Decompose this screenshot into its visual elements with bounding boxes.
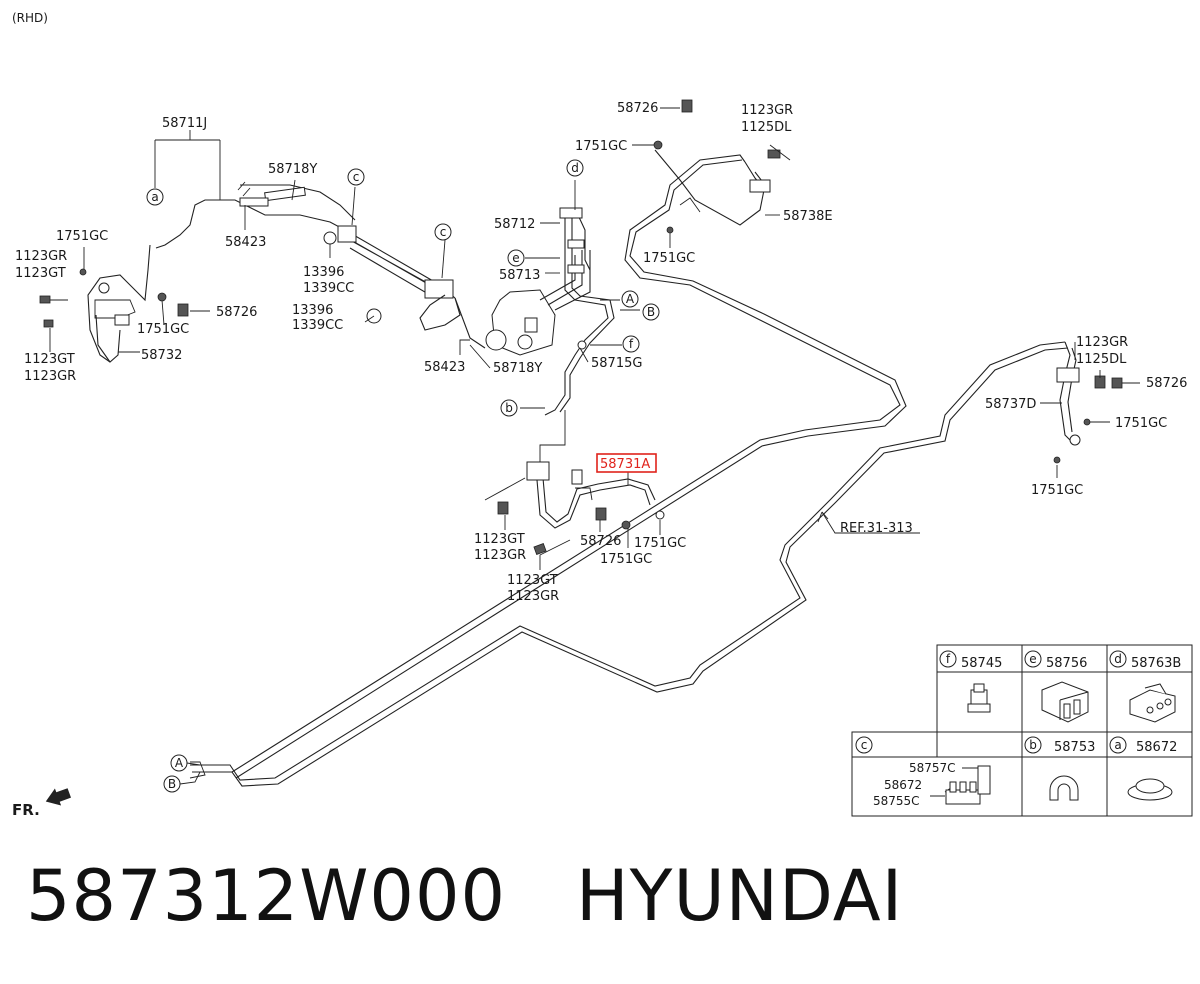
callout-f: f	[629, 337, 634, 351]
brand-name: HYUNDAI	[576, 855, 904, 937]
label-58737D: 58737D	[985, 397, 1036, 412]
callout-e: e	[512, 251, 519, 265]
label-1751GC-t2: 1751GC	[643, 251, 695, 266]
callout-B-1: B	[647, 305, 655, 319]
callout-A-2: A	[175, 756, 184, 770]
label-58732: 58732	[141, 348, 182, 363]
part-title: 587312W000 HYUNDAI	[26, 855, 973, 937]
callout-d: d	[571, 161, 579, 175]
highlight-box-58731A	[596, 453, 657, 473]
label-1125DL-t: 1125DL	[741, 120, 792, 135]
callout-b: b	[505, 401, 513, 415]
callout-a-1: a	[151, 190, 158, 204]
top-right-assembly	[632, 99, 791, 248]
label-1123GR-t: 1123GR	[741, 103, 793, 118]
legend-letter-d: d	[1114, 652, 1122, 666]
grommet-58672-icon	[1127, 778, 1173, 801]
label-58423-a: 58423	[225, 235, 266, 250]
label-1123GT-c1: 1123GT	[474, 532, 525, 547]
label-1751GC-l1: 1751GC	[56, 229, 108, 244]
legend-letter-f: f	[946, 652, 951, 666]
legend-letter-b: b	[1029, 738, 1037, 752]
label-58718Y-a: 58718Y	[268, 162, 317, 177]
legend-part-58756: 58756	[1046, 656, 1087, 671]
label-1123GR-c1: 1123GR	[474, 548, 526, 563]
front-arrow-icon	[45, 788, 71, 806]
front-label: FR.	[12, 801, 40, 819]
label-1123GT-c2: 1123GT	[507, 573, 558, 588]
label-1123GT-l1: 1123GT	[15, 266, 66, 281]
label-1339CC-a: 1339CC	[303, 281, 354, 296]
clip-set-c-icon	[945, 765, 991, 805]
label-58726-l: 58726	[216, 305, 257, 320]
legend-letter-a: a	[1114, 738, 1121, 752]
label-1123GR-l1: 1123GR	[15, 249, 67, 264]
label-58726-t: 58726	[617, 101, 658, 116]
center-assembly	[520, 180, 640, 470]
label-58731A: 58731A	[600, 457, 650, 472]
label-reference: REF.31-313	[840, 521, 913, 536]
label-1751GC-c1: 1751GC	[634, 536, 686, 551]
left-assembly	[39, 130, 456, 363]
callout-c-2: c	[440, 225, 447, 239]
legend-part-58763B: 58763B	[1131, 656, 1181, 671]
label-1751GC-t: 1751GC	[575, 139, 627, 154]
legend-grid: f 58745 e 58756 d 58763B c 5875	[851, 644, 1193, 817]
front-indicator: FR.	[12, 788, 71, 819]
label-58713: 58713	[499, 268, 540, 283]
abs-module	[419, 250, 591, 369]
label-1123GR-l2: 1123GR	[24, 369, 76, 384]
label-58726-r: 58726	[1146, 376, 1187, 391]
label-1125DL-r: 1125DL	[1076, 352, 1127, 367]
label-1339CC-b: 1339CC	[292, 318, 343, 333]
callout-A-1: A	[626, 292, 635, 306]
legend-letter-c: c	[861, 738, 868, 752]
clip-58745-icon	[967, 683, 991, 713]
label-58738E: 58738E	[783, 209, 833, 224]
clip-58753-icon	[1049, 775, 1079, 801]
legend-part-58757C: 58757C	[909, 761, 956, 775]
label-13396-b: 13396	[292, 303, 333, 318]
main-brake-lines	[189, 154, 1069, 787]
legend-part-58755C: 58755C	[873, 794, 920, 808]
label-58711J: 58711J	[162, 116, 207, 131]
callout-c-1: c	[353, 170, 360, 184]
label-1123GR-r: 1123GR	[1076, 335, 1128, 350]
label-1751GC-r1: 1751GC	[1115, 416, 1167, 431]
legend-part-58745: 58745	[961, 656, 1002, 671]
callout-B-2: B	[168, 777, 176, 791]
label-1751GC-r2: 1751GC	[1031, 483, 1083, 498]
label-1751GC-l2: 1751GC	[137, 322, 189, 337]
legend-letter-e: e	[1029, 652, 1036, 666]
part-labels: 58711J 58718Y 58423 13396 1339CC 13396 1…	[15, 101, 1187, 604]
label-58718Y-b: 58718Y	[493, 361, 542, 376]
right-assembly	[1040, 341, 1140, 478]
part-number: 587312W000	[26, 855, 507, 937]
label-1751GC-c2: 1751GC	[600, 552, 652, 567]
highlighted-assembly	[484, 453, 665, 570]
label-58715G: 58715G	[591, 356, 642, 371]
clip-58756-icon	[1041, 681, 1089, 723]
label-13396-a: 13396	[303, 265, 344, 280]
label-1123GR-c2: 1123GR	[507, 589, 559, 604]
clip-58763B-icon	[1129, 683, 1176, 723]
label-58712: 58712	[494, 217, 535, 232]
legend-part-58753: 58753	[1054, 740, 1095, 755]
callout-circles: a c c d e A B f b A B	[146, 159, 660, 793]
label-1123GT-l2: 1123GT	[24, 352, 75, 367]
legend-part-58672-c: 58672	[884, 778, 922, 792]
legend-part-58672: 58672	[1136, 740, 1177, 755]
variant-label: (RHD)	[12, 11, 48, 25]
label-58423-b: 58423	[424, 360, 465, 375]
label-58726-c: 58726	[580, 534, 621, 549]
